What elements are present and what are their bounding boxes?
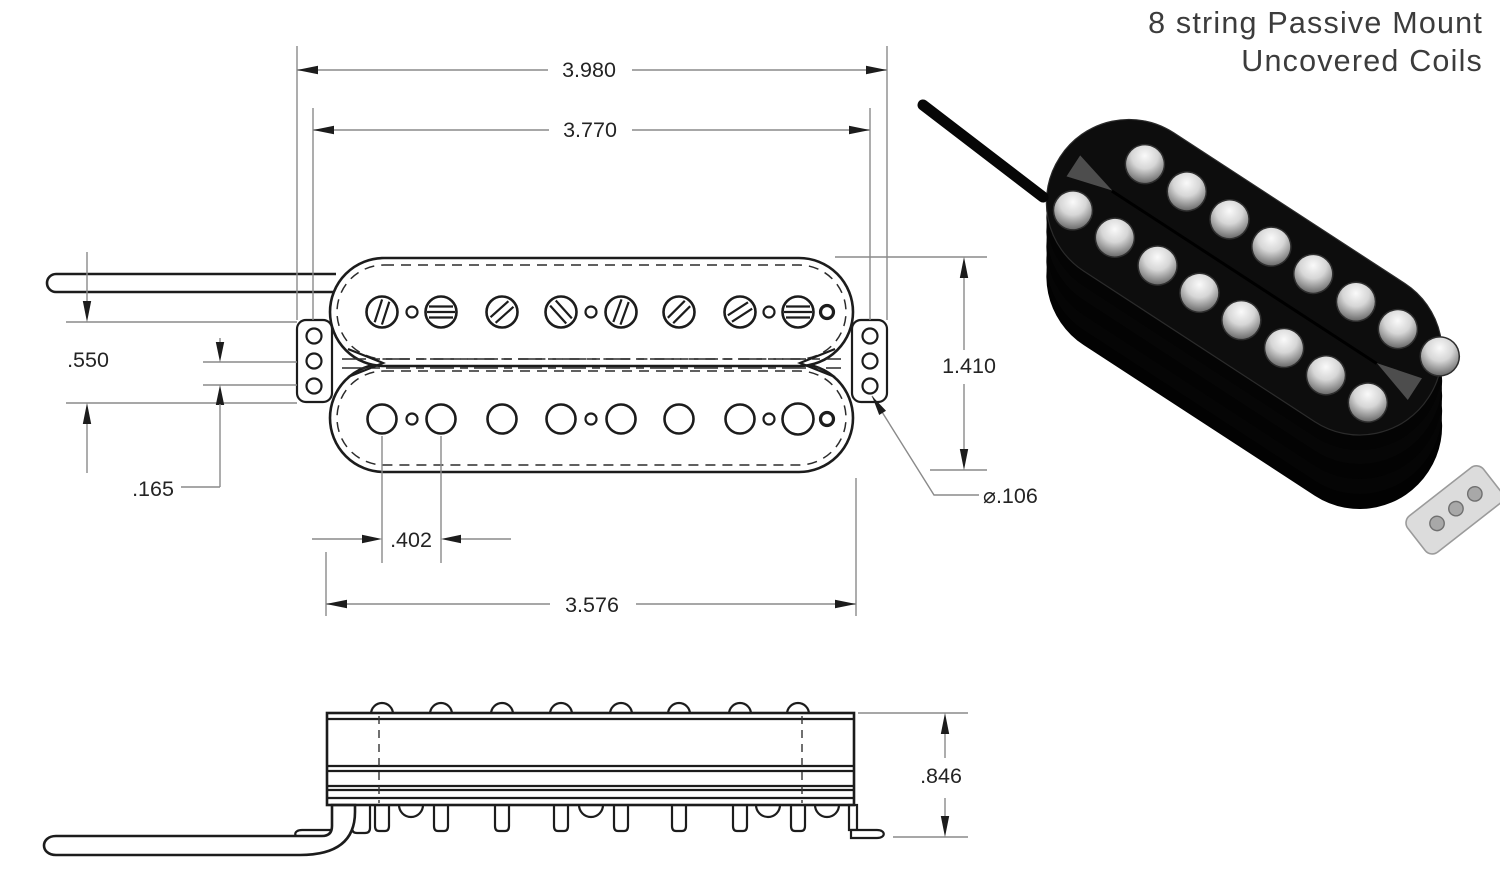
bobbin-hole <box>762 305 776 319</box>
slug-pole <box>605 403 637 435</box>
screw-legs <box>373 805 807 833</box>
dimension-height: .846 <box>858 712 968 838</box>
render-cable <box>917 99 1049 203</box>
dim-label-overall-length: 3.980 <box>562 58 616 82</box>
slug-bottom-bumps <box>397 804 841 819</box>
bobbin-hole-ring <box>818 410 836 428</box>
seam-notch-right <box>797 347 836 379</box>
dimension-tab-height: .550 <box>66 252 297 473</box>
bobbin-hole <box>405 412 419 426</box>
arrow-right-icon <box>866 65 887 75</box>
arrow-leader-icon <box>872 396 886 415</box>
dim-label-tab-height: .550 <box>67 348 109 372</box>
arrow-down-icon <box>215 342 225 362</box>
arrow-left-icon <box>326 599 347 609</box>
arrow-right-icon <box>849 125 870 135</box>
screw-pole <box>662 295 696 329</box>
bobbin-seam-highlight <box>1376 363 1422 400</box>
bobbin-hole <box>584 412 598 426</box>
top-view: 3.980 3.770 .550 <box>45 46 1038 617</box>
slug-pole <box>366 403 398 435</box>
slug-pole <box>545 403 577 435</box>
dimension-tab-hole-diameter: ⌀.106 <box>871 395 1038 508</box>
bobbin-seam-highlight <box>1066 155 1113 191</box>
page-title: 8 string Passive Mount Uncovered Coils <box>1148 6 1483 78</box>
screw-pole <box>424 295 458 329</box>
screw-pole-row <box>365 295 836 329</box>
tab-hole <box>861 352 879 370</box>
side-lead-wire <box>42 803 357 857</box>
dim-label-body-width: 1.410 <box>942 354 996 378</box>
screw-pole <box>604 295 638 329</box>
bobbin-hole <box>405 305 419 319</box>
bobbin-hole <box>584 305 598 319</box>
bracket-hole <box>1466 485 1483 502</box>
pickup-body-outline <box>328 256 855 474</box>
dimension-body-length: 3.576 <box>325 478 857 617</box>
seam-notch-left <box>347 347 386 379</box>
tab-hole <box>305 327 323 345</box>
dimension-pole-spacing: .402 <box>312 436 511 563</box>
mounting-tab-right <box>850 318 889 404</box>
slug-pole <box>781 402 815 436</box>
dim-label-mount-screw-spacing: 3.770 <box>563 118 617 142</box>
screw-pole <box>781 295 815 329</box>
bobbin-inset-dashed <box>336 370 847 466</box>
baseplate-foot-right <box>847 803 885 840</box>
screw-pole <box>723 295 757 329</box>
slug-pole <box>486 403 518 435</box>
arrow-up-icon <box>940 713 950 734</box>
screw-pole <box>485 295 519 329</box>
arrow-right-icon <box>362 534 382 544</box>
screw-pole <box>365 295 399 329</box>
side-view: .846 <box>42 701 968 857</box>
dimension-body-width: 1.410 <box>835 256 996 471</box>
dimension-overall-length: 3.980 <box>296 46 888 320</box>
bobbin-hole-ring <box>818 303 836 321</box>
slug-pole <box>724 403 756 435</box>
dim-label-body-length: 3.576 <box>565 593 619 617</box>
arrow-right-icon <box>835 599 856 609</box>
arrow-up-icon <box>215 385 225 405</box>
screw-head-bumps <box>369 701 811 715</box>
arrow-down-icon <box>959 449 969 470</box>
dimension-mount-screw-spacing: 3.770 <box>312 108 871 320</box>
mounting-tab-left <box>295 318 334 404</box>
arrow-down-icon <box>82 301 92 322</box>
arrow-left-icon <box>297 65 318 75</box>
lead-wire <box>45 272 336 294</box>
tab-hole <box>305 352 323 370</box>
tab-hole <box>861 327 879 345</box>
bracket-hole <box>1448 500 1464 517</box>
dim-label-tab-hole-diameter: ⌀.106 <box>983 484 1038 508</box>
arrow-up-icon <box>959 257 969 278</box>
bobbin-inset-dashed <box>336 264 847 360</box>
bracket-hole <box>1429 515 1445 532</box>
title-line-1: 8 string Passive Mount <box>1148 6 1483 40</box>
dim-label-tab-hole-pitch: .165 <box>132 477 174 501</box>
slug-pole-row <box>366 402 836 436</box>
render-pole-row-front <box>1052 190 1389 423</box>
render-mounting-bracket <box>1405 465 1500 555</box>
arrow-up-icon <box>82 403 92 424</box>
render-body-top <box>1045 118 1461 436</box>
render-pole-row-back <box>1124 143 1461 377</box>
dim-label-pole-spacing: .402 <box>390 528 432 552</box>
tab-hole <box>861 377 879 395</box>
tab-hole <box>305 377 323 395</box>
arrow-left-icon <box>441 534 461 544</box>
arrow-down-icon <box>940 816 950 837</box>
bobbin-hole <box>762 412 776 426</box>
render-3d <box>917 99 1500 555</box>
title-line-2: Uncovered Coils <box>1241 44 1483 78</box>
arrow-left-icon <box>313 125 334 135</box>
dimension-tab-hole-pitch: .165 <box>132 338 297 501</box>
dim-label-height: .846 <box>920 764 962 788</box>
slug-pole <box>663 403 695 435</box>
side-body-outline <box>325 711 856 807</box>
side-body-fill <box>327 713 854 805</box>
slug-pole <box>425 403 457 435</box>
screw-pole <box>544 295 578 329</box>
